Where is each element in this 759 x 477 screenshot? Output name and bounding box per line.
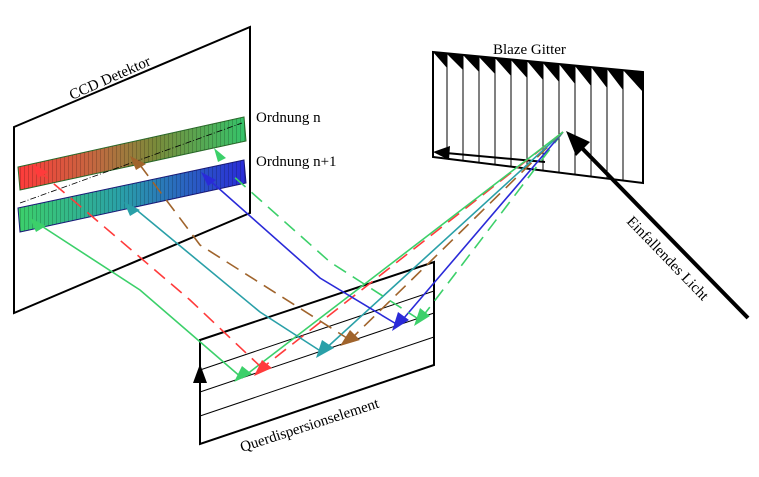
order-n-label: Ordnung n bbox=[256, 110, 321, 126]
ccd-detector bbox=[13, 25, 251, 315]
detector-arrowheads bbox=[30, 148, 226, 232]
incident-light-label: Einfallendes Licht bbox=[623, 214, 712, 305]
order-n1-label: Ordnung n+1 bbox=[256, 154, 337, 170]
rays-grating-to-disperser bbox=[241, 131, 564, 379]
cross-disperser bbox=[193, 260, 435, 446]
blaze-grating bbox=[432, 50, 644, 185]
disperser-arrowheads bbox=[234, 308, 430, 382]
grating-label: Blaze Gitter bbox=[493, 42, 566, 58]
rays-disperser-to-detector bbox=[39, 164, 421, 379]
incident-light-arrow bbox=[566, 131, 750, 320]
